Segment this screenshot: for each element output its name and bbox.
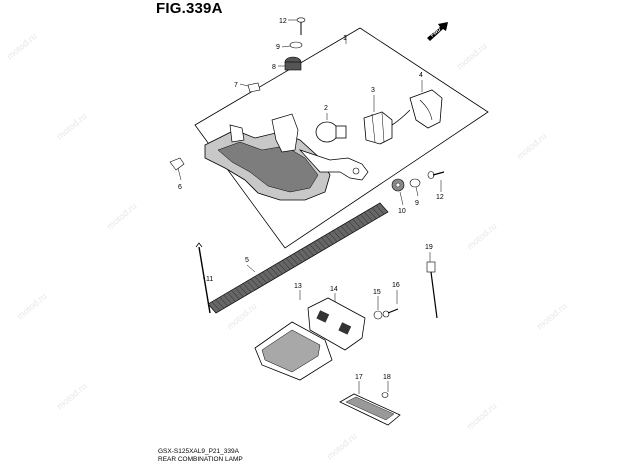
svg-text:motod.ru: motod.ru [55, 111, 89, 141]
screw-16-part [382, 308, 399, 318]
bulb-part [315, 121, 347, 143]
callout-8: 8 [272, 64, 276, 71]
svg-text:motod.ru: motod.ru [55, 381, 89, 411]
svg-text:motod.ru: motod.ru [5, 31, 39, 61]
corrugated-tube-part [207, 202, 389, 314]
svg-text:motod.ru: motod.ru [465, 221, 499, 251]
wire-harness-part [391, 89, 443, 129]
assembly-1-outline [194, 27, 489, 249]
svg-text:FWD: FWD [430, 27, 443, 39]
leader-lines [177, 19, 442, 394]
svg-text:motod.ru: motod.ru [325, 431, 359, 461]
svg-text:motod.ru: motod.ru [465, 401, 499, 431]
washer-part-top [289, 41, 303, 49]
callout-3: 3 [371, 87, 375, 94]
lamp-housing-part [204, 113, 369, 201]
license-lamp-housing-part [254, 321, 333, 381]
callout-13: 13 [294, 283, 302, 290]
nut-18-part [381, 392, 389, 398]
svg-text:motod.ru: motod.ru [455, 41, 489, 71]
model-code: GSX-S125XAL9_P21_339A [158, 448, 239, 455]
socket-part [363, 111, 393, 145]
bolt-part-bottom [427, 171, 445, 179]
callout-17: 17 [355, 374, 363, 381]
callout-11: 11 [206, 276, 213, 283]
callout-10: 10 [398, 208, 406, 215]
callout-6: 6 [178, 184, 182, 191]
svg-text:motod.ru: motod.ru [535, 301, 569, 331]
callout-12-top: 12 [279, 18, 287, 25]
svg-text:motod.ru: motod.ru [515, 131, 549, 161]
license-lamp-socket-part [307, 297, 366, 351]
cable-tie-part [195, 242, 211, 314]
callout-9-top: 9 [276, 44, 280, 51]
callout-5: 5 [245, 257, 249, 264]
callout-2: 2 [324, 105, 328, 112]
callout-14: 14 [330, 286, 338, 293]
callout-18: 18 [383, 374, 391, 381]
washer-part-bottom [409, 178, 421, 188]
callout-4: 4 [419, 72, 423, 79]
cushion-6-part [169, 157, 185, 171]
svg-text:motod.ru: motod.ru [105, 201, 139, 231]
figure-name: REAR COMBINATION LAMP [158, 456, 243, 463]
bolt-part-top [296, 17, 306, 35]
callout-15: 15 [373, 289, 381, 296]
tie-19-part [426, 261, 438, 319]
figure-title: FIG.339A [156, 0, 223, 17]
reflector-part [339, 393, 401, 426]
callout-1: 1 [343, 35, 347, 42]
callout-labels: 1 2 3 4 5 6 7 8 9 9 10 11 12 12 13 14 15… [178, 18, 444, 381]
callout-12-bottom: 12 [436, 194, 444, 201]
grommet-10-part [391, 178, 405, 192]
washer-15-part [373, 310, 383, 320]
watermark: motod.ru motod.ru motod.ru motod.ru moto… [5, 31, 569, 461]
forward-arrow-icon: FWD [427, 22, 448, 41]
callout-9-bottom: 9 [415, 200, 419, 207]
grommet-part [284, 56, 302, 71]
cushion-7-part [247, 82, 261, 93]
callout-16: 16 [392, 282, 400, 289]
callout-19: 19 [425, 244, 433, 251]
svg-text:motod.ru: motod.ru [15, 291, 49, 321]
svg-text:motod.ru: motod.ru [225, 301, 259, 331]
callout-7: 7 [234, 82, 238, 89]
